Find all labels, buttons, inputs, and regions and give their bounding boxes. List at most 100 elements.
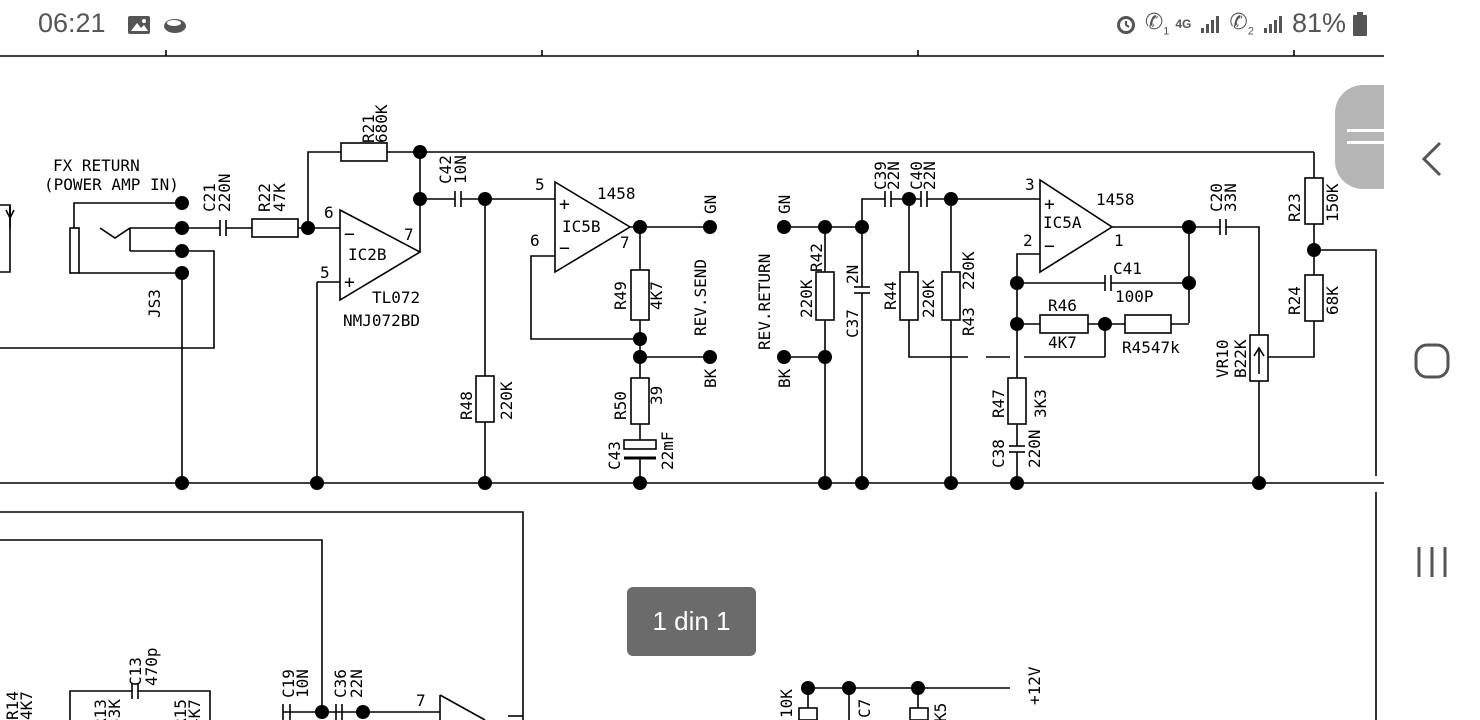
- label-k5: K5: [931, 703, 950, 720]
- label-fx-return: FX RETURN: [53, 156, 140, 175]
- svg-text:+: +: [559, 194, 570, 215]
- label-r43: R43: [959, 307, 978, 336]
- label-c38-val: 220N: [1025, 429, 1044, 468]
- cloud-icon: [164, 19, 186, 33]
- pin-ic5a-3: 3: [1025, 175, 1035, 194]
- label-c19: C19: [279, 669, 298, 698]
- label-c21: C21: [200, 183, 219, 212]
- vr10-arrow-icon: [5, 205, 1265, 374]
- pin-ic2b-6: 6: [324, 203, 334, 222]
- label-c19-val: 10N: [293, 669, 312, 698]
- call-sim1-icon: ✆1: [1144, 9, 1170, 38]
- battery-percent: 81%: [1291, 8, 1346, 38]
- label-r15-val: 4K7: [185, 699, 204, 720]
- schematic-diagram: −+ +− +− FX RETURN (POWER AMP IN) 6 5 7 …: [0, 50, 1384, 720]
- label-tl072: TL072: [372, 288, 420, 307]
- label-r42-val: 220K: [797, 279, 816, 318]
- label-c21-val: 220N: [215, 173, 234, 212]
- label-r21-val: 680K: [372, 104, 391, 143]
- label-c20-val: 33N: [1221, 183, 1240, 212]
- label-c20: C20: [1207, 183, 1226, 212]
- label-r46-val: 4K7: [1048, 333, 1077, 352]
- pin-ic2b-5: 5: [320, 263, 330, 282]
- label-r15: R15: [171, 699, 190, 720]
- label-gn-send: GN: [701, 195, 720, 214]
- svg-text:−: −: [559, 238, 570, 259]
- fast-scroll-handle[interactable]: [1335, 85, 1385, 189]
- label-js3: JS3: [145, 289, 164, 318]
- label-r50-val: 39: [647, 386, 666, 405]
- label-c13-val: 470p: [142, 647, 161, 686]
- chevron-left-icon: [1421, 141, 1442, 177]
- label-ic5a: IC5A: [1043, 213, 1082, 232]
- label-bk-return: BK: [775, 368, 794, 388]
- sim1-label: 1: [1163, 25, 1170, 38]
- label-r48: R48: [457, 391, 476, 420]
- label-c7: C7: [855, 699, 874, 718]
- label-r43-val: 220K: [959, 251, 978, 290]
- label-ic5b: IC5B: [562, 217, 601, 236]
- signal-icon: [1201, 15, 1220, 33]
- label-c37-val: 2N: [843, 265, 862, 284]
- label-r-bottom: 10K: [777, 689, 796, 718]
- back-button[interactable]: [1408, 135, 1456, 183]
- pin-ic2b-7: 7: [404, 225, 414, 244]
- alarm-icon: [1116, 15, 1135, 34]
- label-vr10: VR10: [1213, 339, 1232, 378]
- label-r24: R24: [1285, 286, 1304, 315]
- label-r44-val: 220K: [919, 279, 938, 318]
- home-button[interactable]: [1408, 337, 1456, 385]
- svg-text:+: +: [344, 272, 355, 293]
- label-vr10-val: B22K: [1231, 339, 1250, 378]
- label-r23: R23: [1285, 193, 1304, 222]
- pin-bottom-ic-7: 7: [416, 691, 426, 710]
- scroll-handle-grip-bottom: [1347, 141, 1385, 144]
- label-rev-send: REV.SEND: [691, 259, 710, 336]
- label-r45: R4547k: [1122, 338, 1180, 357]
- status-left-icons: [126, 12, 188, 38]
- label-c43-val: 22mF: [658, 431, 677, 470]
- recents-button[interactable]: [1408, 538, 1456, 586]
- home-icon: [1414, 343, 1450, 379]
- gallery-icon: [128, 16, 150, 34]
- label-gn-return: GN: [775, 195, 794, 214]
- label-c40-val: 22N: [920, 161, 939, 190]
- pin-ic5b-6: 6: [530, 231, 540, 250]
- sim2-label: 2: [1247, 25, 1254, 38]
- label-ic5b-model: 1458: [597, 184, 636, 203]
- status-time: 06:21: [38, 8, 106, 38]
- label-r23-val: 150K: [1323, 183, 1342, 222]
- pin-ic5a-1: 1: [1114, 231, 1124, 250]
- svg-text:+: +: [1044, 194, 1055, 215]
- label-c39-val: 22N: [884, 161, 903, 190]
- label-c42: C42: [436, 155, 455, 184]
- label-r22: R22: [255, 183, 274, 212]
- label-c41: C41: [1113, 259, 1142, 278]
- label-ic2b: IC2B: [348, 245, 387, 264]
- label-r42: R42: [807, 243, 826, 272]
- label-r24-val: 68K: [1323, 286, 1342, 315]
- label-r46: R46: [1048, 296, 1077, 315]
- junction-dots: [175, 145, 1321, 719]
- pin-ic5a-2: 2: [1023, 231, 1033, 250]
- pin-ic5b-5: 5: [535, 175, 545, 194]
- pin-ic5b-7: 7: [620, 233, 630, 252]
- battery-icon: [1353, 11, 1367, 36]
- recents-icon: [1417, 547, 1447, 577]
- svg-text:−: −: [1044, 236, 1055, 257]
- label-c36: C36: [331, 669, 350, 698]
- label-r21: R21: [359, 114, 378, 143]
- label-c42-val: 10N: [451, 155, 470, 184]
- label-ic5a-model: 1458: [1096, 190, 1135, 209]
- label-r49: R49: [611, 281, 630, 310]
- label-r47-val: 3K3: [1031, 389, 1050, 418]
- page-indicator: 1 din 1: [627, 587, 756, 656]
- label-r44: R44: [881, 281, 900, 310]
- label-nmj072bd: NMJ072BD: [343, 311, 420, 330]
- label-c41-val: 100P: [1115, 287, 1154, 306]
- label-r50: R50: [611, 391, 630, 420]
- call-sim2-icon: ✆2: [1229, 9, 1254, 38]
- label-c39: C39: [871, 161, 890, 190]
- wires: [0, 50, 1384, 720]
- svg-text:−: −: [344, 224, 355, 245]
